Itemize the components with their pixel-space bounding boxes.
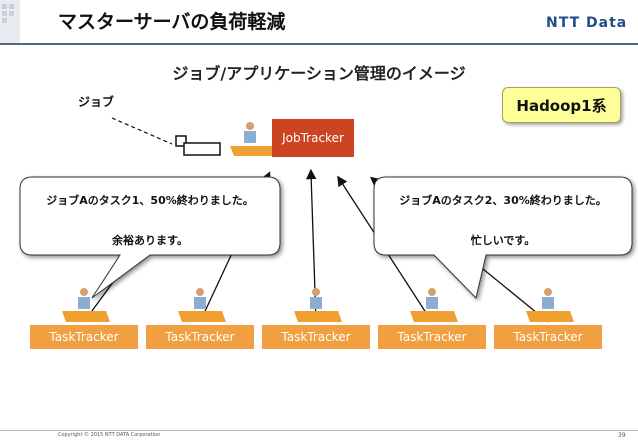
footer-mark <box>4 433 20 441</box>
tasktracker-box-1: TaskTracker <box>30 325 138 349</box>
tasktracker-person-icon-5 <box>526 288 574 322</box>
bubble-left-line1: ジョブAのタスク1、50%終わりました。 <box>46 194 254 207</box>
job-dashed-connector <box>111 117 173 145</box>
tasktracker-box-2: TaskTracker <box>146 325 254 349</box>
job-label: ジョブ <box>78 95 115 109</box>
jobtracker-person-icon <box>230 122 276 156</box>
page-number: 39 <box>618 432 626 439</box>
tasktracker-box-4: TaskTracker <box>378 325 486 349</box>
header-divider <box>0 43 638 45</box>
speech-bubble-left <box>19 176 281 299</box>
header-bar <box>0 0 638 44</box>
tasktracker-box-3: TaskTracker <box>262 325 370 349</box>
tasktracker-person-icon-1 <box>62 288 110 322</box>
bubble-left-line2: 余裕あります。 <box>112 234 188 247</box>
diagram-subtitle: ジョブ/アプリケーション管理のイメージ <box>172 64 466 83</box>
company-logo: NTT Data <box>546 15 628 31</box>
job-box-icon <box>175 135 221 156</box>
copyright-text: Copyright © 2015 NTT DATA Corporation <box>58 432 161 438</box>
speech-bubble-right <box>373 176 633 300</box>
tasktracker-person-icon-2 <box>178 288 226 322</box>
hadoop-version-badge: Hadoop1系 <box>502 87 621 123</box>
tasktracker-person-icon-4 <box>410 288 458 322</box>
jobtracker-box: JobTracker <box>272 119 354 157</box>
footer-divider <box>0 430 638 431</box>
bubble-right-line2: 忙しいです。 <box>470 234 536 247</box>
header-accent-icon <box>0 0 20 44</box>
tasktracker-person-icon-3 <box>294 288 342 322</box>
bubble-right-line1: ジョブAのタスク2、30%終わりました。 <box>399 194 607 207</box>
tasktracker-box-5: TaskTracker <box>494 325 602 349</box>
slide-title: マスターサーバの負荷軽減 <box>58 11 286 33</box>
